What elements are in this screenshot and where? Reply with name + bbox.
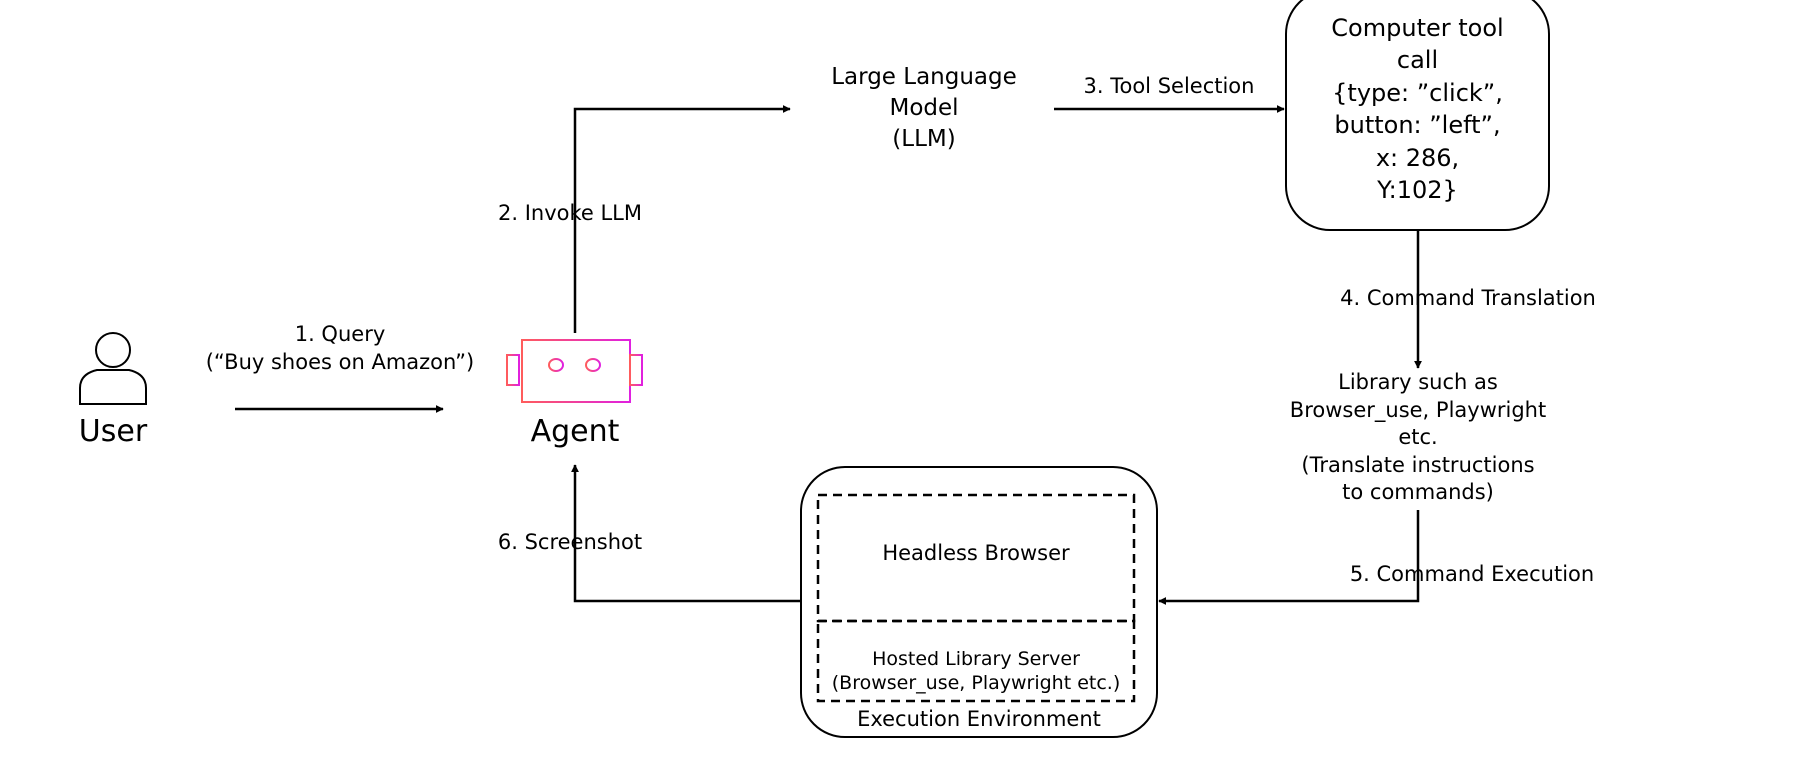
robot-icon xyxy=(506,339,643,403)
tool-call-label: Computer tool call {type: ”click”, butto… xyxy=(1331,14,1504,204)
hosted-library-server-box xyxy=(816,619,1136,703)
invoke-llm-arrow xyxy=(573,105,791,333)
headless-browser-label: Headless Browser xyxy=(882,541,1070,565)
user-label: User xyxy=(78,414,148,449)
execution-environment-box xyxy=(800,466,1158,738)
tool-selection-edge-label: 3. Tool Selection xyxy=(1083,74,1255,98)
hosted-library-server-label: Hosted Library Server (Browser_use, Play… xyxy=(831,648,1121,695)
llm-label: Large Language Model (LLM) xyxy=(831,64,1017,153)
user-icon xyxy=(79,332,147,405)
library-label: Library such as Browser_use, Playwright … xyxy=(1289,370,1547,504)
command-translation-edge-label: 4. Command Translation xyxy=(1340,286,1596,310)
execution-environment-label: Execution Environment xyxy=(857,707,1101,731)
command-execution-arrow xyxy=(1158,510,1420,605)
invoke-llm-edge-label: 2. Invoke LLM xyxy=(497,201,643,225)
screenshot-arrow xyxy=(571,464,801,603)
query-edge-label: 1. Query (“Buy shoes on Amazon”) xyxy=(205,322,475,375)
agent-label: Agent xyxy=(530,414,620,449)
screenshot-edge-label: 6. Screenshot xyxy=(497,530,643,554)
command-execution-edge-label: 5. Command Execution xyxy=(1349,562,1595,586)
